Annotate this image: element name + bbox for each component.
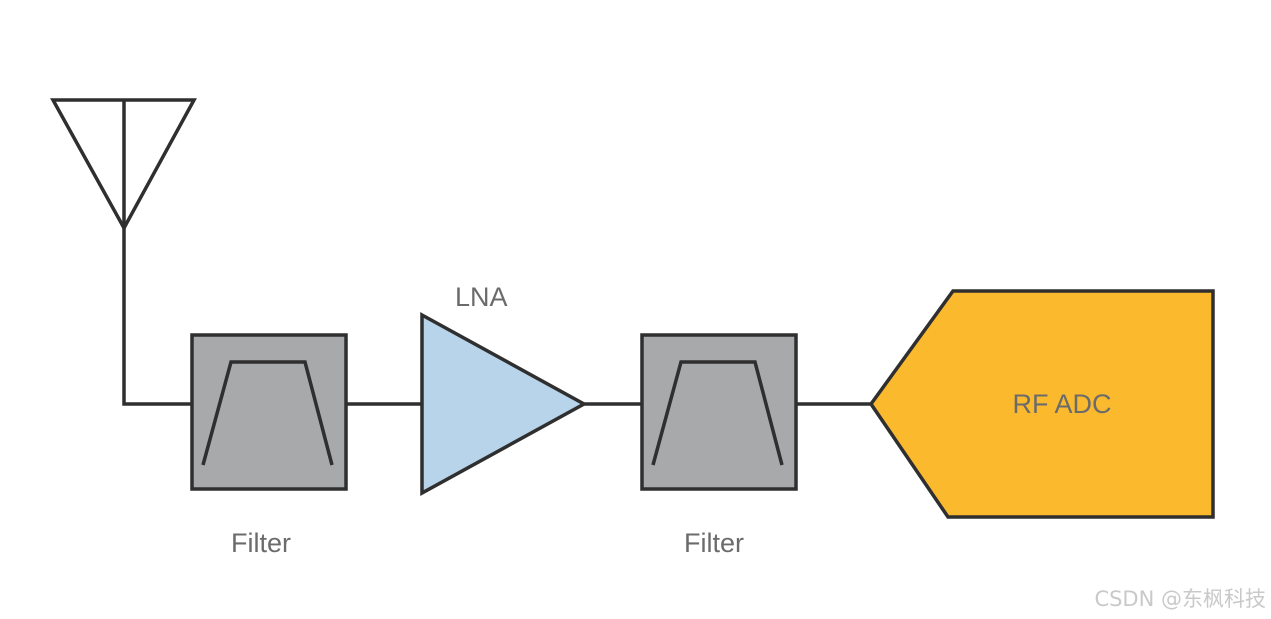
filter-2-label: Filter bbox=[684, 528, 744, 558]
lna-amplifier bbox=[420, 312, 588, 496]
filter-1-label: Filter bbox=[231, 528, 291, 558]
wire-antenna-to-filter bbox=[122, 228, 192, 406]
antenna-icon bbox=[50, 98, 197, 232]
lna-label: LNA bbox=[455, 282, 508, 312]
bandpass-icon bbox=[201, 360, 334, 466]
adc-shape bbox=[868, 289, 1215, 519]
rf-adc-block bbox=[868, 289, 1215, 519]
filter-block-2 bbox=[640, 333, 798, 491]
watermark-text: CSDN @东枫科技 bbox=[1094, 587, 1266, 611]
adc-label: RF ADC bbox=[1012, 389, 1111, 419]
filter-box bbox=[190, 333, 348, 491]
filter-block-1 bbox=[190, 333, 348, 491]
signal-path bbox=[122, 228, 871, 406]
filter-box bbox=[640, 333, 798, 491]
bandpass-icon bbox=[651, 360, 784, 466]
amplifier-triangle-icon bbox=[420, 312, 588, 496]
